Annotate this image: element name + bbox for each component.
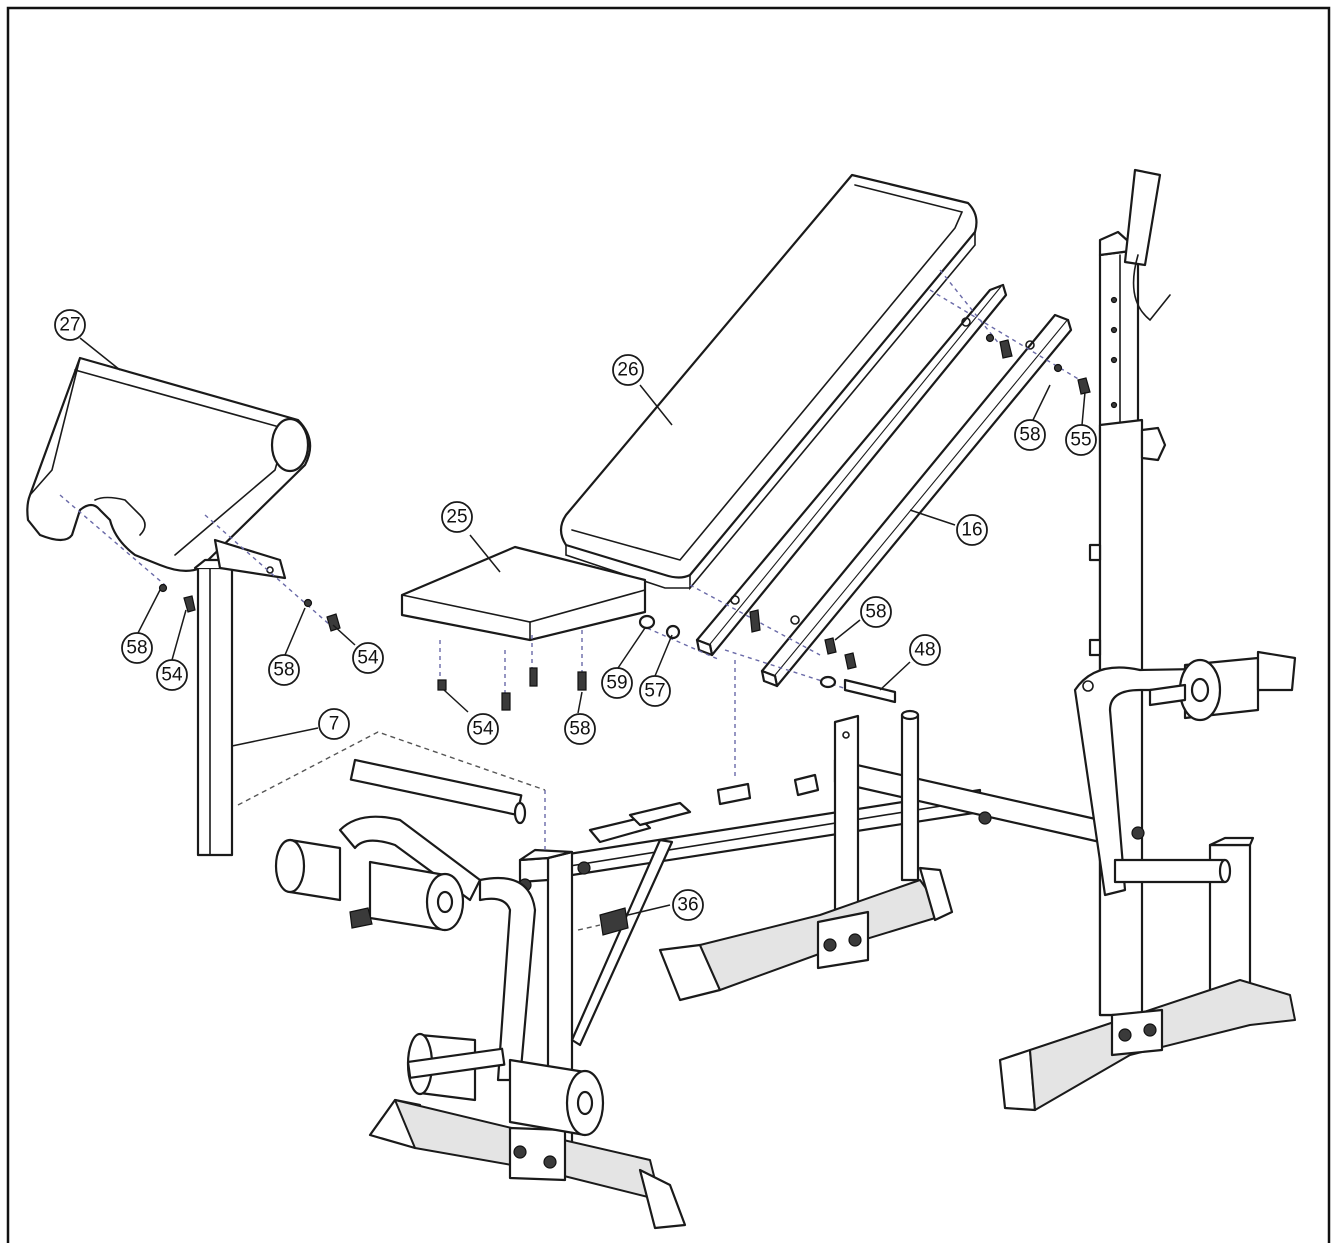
callout-label: 7 xyxy=(329,714,340,735)
callout-57: 57 xyxy=(639,675,671,707)
callout-36: 36 xyxy=(672,889,704,921)
callout-label: 26 xyxy=(617,360,638,381)
callout-circle xyxy=(672,889,704,921)
main-frame xyxy=(518,709,1102,1152)
callout-circle xyxy=(1065,424,1097,456)
callout-58-rail: 58 xyxy=(860,596,892,628)
callout-circle xyxy=(268,654,300,686)
callout-54-left: 54 xyxy=(156,659,188,691)
callout-25: 25 xyxy=(441,501,473,533)
callout-label: 58 xyxy=(865,602,886,623)
callout-label: 54 xyxy=(357,648,379,669)
callout-label: 58 xyxy=(569,719,590,740)
callout-label: 16 xyxy=(961,520,982,541)
callout-label: 57 xyxy=(644,681,665,702)
callout-label: 55 xyxy=(1070,430,1091,451)
callout-circle xyxy=(54,309,86,341)
callout-label: 54 xyxy=(161,665,183,686)
callout-16: 16 xyxy=(956,514,988,546)
callout-27: 27 xyxy=(54,309,86,341)
callout-label: 25 xyxy=(446,507,467,528)
part-16-backrest-rails xyxy=(695,283,1073,688)
callout-label: 58 xyxy=(273,660,294,681)
callout-circle xyxy=(639,675,671,707)
callout-circle xyxy=(1014,419,1046,451)
callout-58-post: 58 xyxy=(268,654,300,686)
callout-58-top: 58 xyxy=(1014,419,1046,451)
front-base xyxy=(368,1098,687,1230)
callout-circle xyxy=(441,501,473,533)
callout-circle xyxy=(564,713,596,745)
callout-48: 48 xyxy=(909,634,941,666)
callout-circle xyxy=(352,642,384,674)
leg-developer xyxy=(274,758,605,1137)
callout-circle xyxy=(860,596,892,628)
callout-label: 27 xyxy=(59,315,80,336)
callout-circle xyxy=(956,514,988,546)
callout-label: 54 xyxy=(472,719,494,740)
callout-circle xyxy=(121,632,153,664)
callout-58-seat: 58 xyxy=(564,713,596,745)
callout-label: 48 xyxy=(914,640,935,661)
diagram-frame xyxy=(6,6,1331,1243)
callout-59: 59 xyxy=(601,667,633,699)
alignment-lines xyxy=(59,269,1081,931)
rear-base xyxy=(658,866,954,1002)
callout-55: 55 xyxy=(1065,424,1097,456)
callout-circle xyxy=(156,659,188,691)
callout-label: 58 xyxy=(126,638,147,659)
callout-58-left: 58 xyxy=(121,632,153,664)
callout-circle xyxy=(467,713,499,745)
callout-54-seat: 54 xyxy=(467,713,499,745)
callout-circle xyxy=(601,667,633,699)
callout-26: 26 xyxy=(612,354,644,386)
callout-circle xyxy=(909,634,941,666)
callout-circle xyxy=(612,354,644,386)
part-7-pad-post xyxy=(193,538,287,857)
part-27-preacher-pad xyxy=(26,356,312,572)
callout-7: 7 xyxy=(318,708,350,740)
callout-54-post: 54 xyxy=(352,642,384,674)
part-26-backrest xyxy=(559,173,978,591)
callout-label: 36 xyxy=(677,895,698,916)
callout-label: 59 xyxy=(606,673,627,694)
callout-label: 58 xyxy=(1019,425,1040,446)
part-25-seat xyxy=(400,545,647,642)
hardware xyxy=(158,333,1091,936)
leader-lines xyxy=(79,337,1086,916)
right-squat-stand xyxy=(998,168,1297,1112)
callout-circle xyxy=(318,708,350,740)
